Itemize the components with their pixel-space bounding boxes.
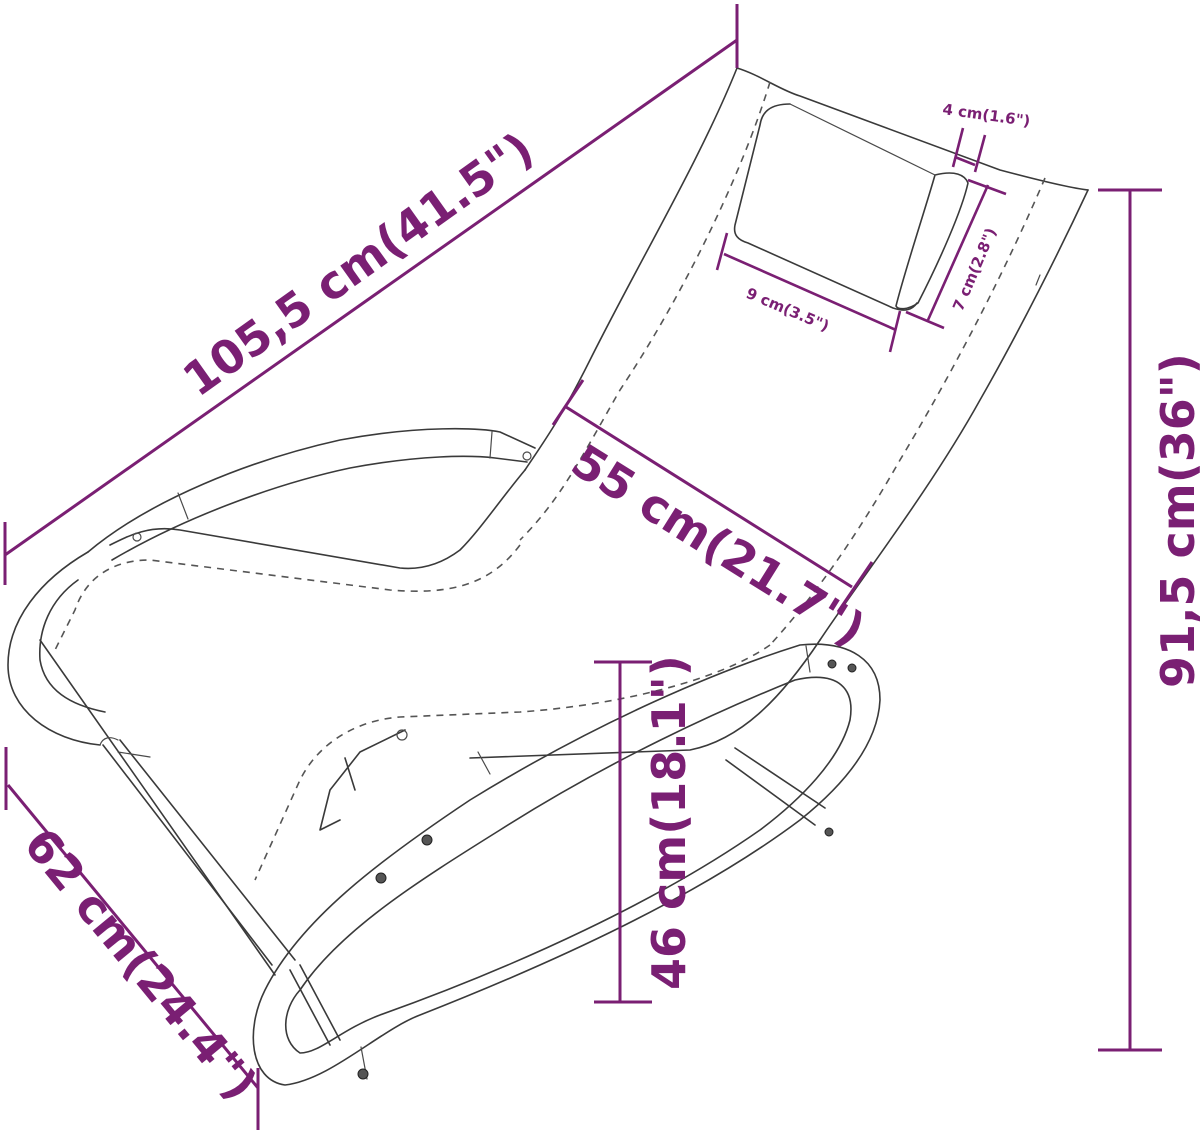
dimension-labels: 105,5 cm(41.5") 91,5 cm(36") 55 cm(21.7"…: [14, 100, 1200, 1110]
length-label: 105,5 cm(41.5"): [173, 121, 543, 407]
left-leg-back-2: [119, 739, 296, 961]
backrest-fastener: [1035, 274, 1041, 286]
seat-bracket: [319, 729, 406, 831]
seat-width-label: 55 cm(21.7"): [562, 434, 874, 657]
seat-height-label: 46 cm(18.1"): [642, 655, 696, 990]
headrest-pillow-side: [895, 172, 969, 310]
bolt: [357, 1068, 369, 1080]
pillow-thickness-tick-1: [951, 127, 965, 168]
right-rocker-outer: [252, 643, 881, 1086]
backrest-stitch-right: [769, 177, 1046, 646]
width-label: 62 cm(24.4"): [14, 818, 269, 1111]
bolt: [847, 663, 857, 673]
bolt: [421, 834, 433, 846]
left-leg-back-1: [102, 744, 273, 966]
armrest-inner: [111, 455, 528, 561]
pillow-width-tick-1: [967, 178, 1007, 196]
left-rocker-outer: [7, 551, 101, 746]
dimension-lines: [3, 4, 1162, 1130]
pillow-width-line: [926, 184, 990, 321]
left-leg-cap: [99, 737, 151, 758]
backrest-right-edge: [819, 189, 1089, 641]
pillow-length-line: [723, 252, 897, 332]
crossbar-front-2: [299, 964, 341, 1041]
backrest-stitch-left: [519, 81, 771, 541]
pillow-length-label: 9 cm(3.5"): [743, 284, 831, 335]
pillow-thickness-label: 4 cm(1.6"): [941, 100, 1031, 130]
armrest-pad-joint-1: [177, 492, 189, 520]
bolt: [824, 827, 834, 837]
lounger-drawing: [7, 67, 1089, 1086]
armrest-bolt-2: [522, 451, 532, 461]
armrest-bolt: [132, 532, 142, 542]
bolt: [827, 659, 837, 669]
headrest-pillow-top: [789, 103, 936, 176]
bolt-cap: [396, 729, 408, 741]
pillow-length-tick-2: [888, 310, 902, 353]
seat-width-tick-left: [551, 379, 585, 426]
seat-width-dimension-line: [565, 405, 853, 589]
seat-upper-edge: [109, 469, 526, 570]
right-rocker-pad-joint-front: [805, 645, 811, 673]
seat-width-tick-right: [836, 561, 874, 613]
right-rocker-pad-joint-mid: [477, 751, 491, 775]
bolt: [375, 872, 387, 884]
seat-lower-edge: [469, 639, 821, 759]
headrest-pillow: [733, 103, 918, 311]
backrest-top-edge: [736, 67, 1089, 191]
pillow-width-label: 7 cm(2.8"): [949, 225, 1000, 313]
seat-stitch-upper: [54, 544, 521, 651]
backrest-left-edge: [524, 67, 738, 471]
seat-stitch-lower: [254, 644, 771, 881]
pillow-length-tick-1: [715, 232, 729, 271]
armrest-pad-joint-2: [489, 431, 493, 459]
height-label: 91,5 cm(36"): [1151, 353, 1200, 688]
left-rocker-inner: [39, 579, 106, 713]
crossbar-rear-1: [725, 759, 816, 826]
width-dimension-line: [6, 784, 260, 1089]
pillow-width-tick-2: [905, 310, 945, 330]
length-dimension-line: [4, 38, 738, 557]
right-rocker-inner: [285, 676, 852, 1054]
armrest-outer: [87, 427, 536, 553]
pillow-thickness-line: [954, 155, 976, 167]
crossbar-front-1: [289, 969, 331, 1046]
crossbar-rear-2: [734, 747, 826, 809]
pillow-thickness-tick-2: [973, 134, 987, 173]
